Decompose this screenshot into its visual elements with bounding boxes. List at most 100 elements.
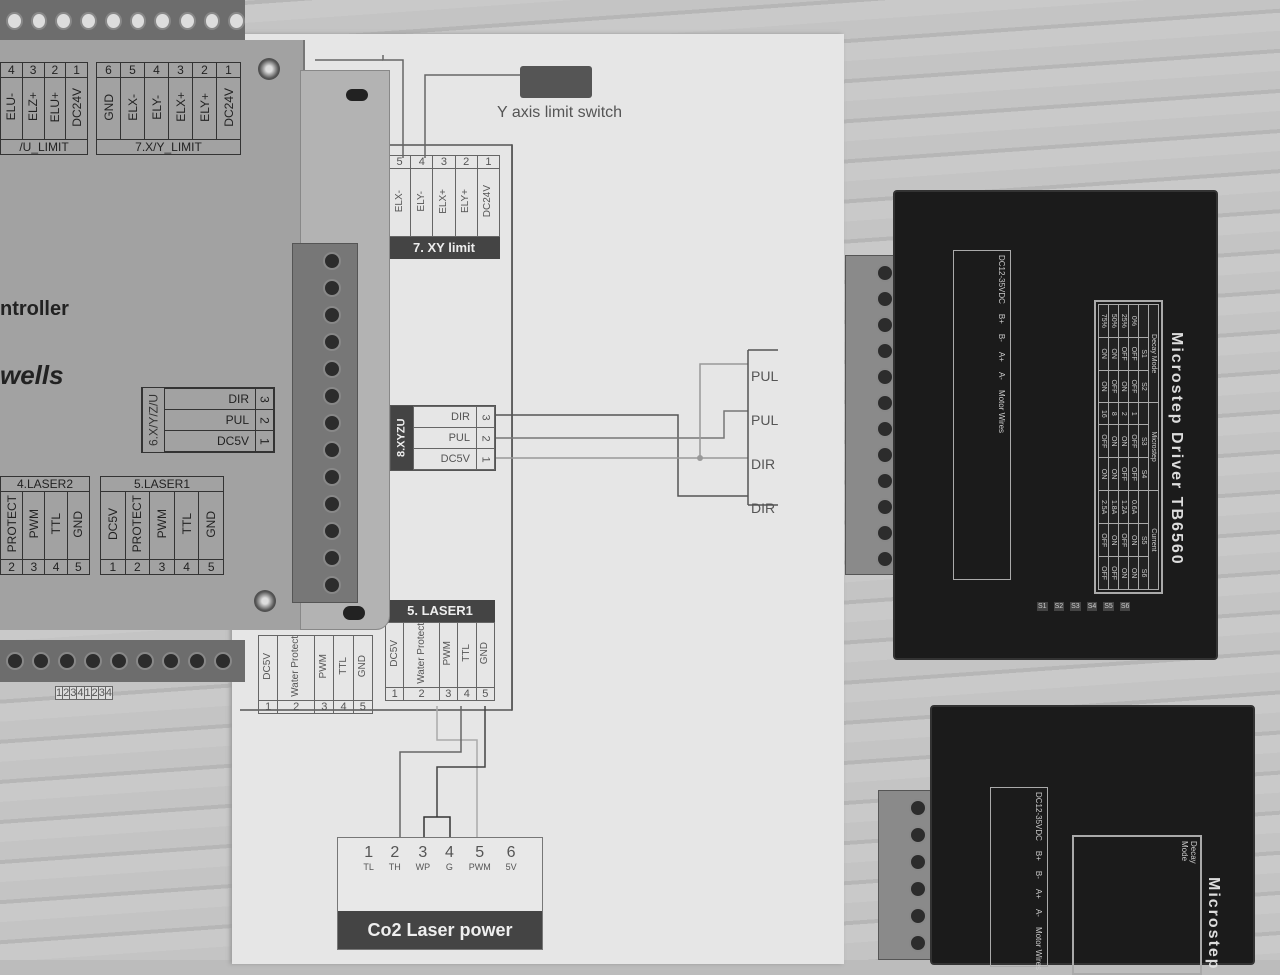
pin-number: 2	[1, 560, 23, 575]
terminal-screw-icon[interactable]	[323, 279, 341, 297]
terminal-screw-icon[interactable]	[876, 342, 894, 360]
pin-number-text: 1	[73, 63, 80, 77]
pin-number: 2	[475, 429, 496, 447]
driver-table-cell: ON	[1119, 370, 1129, 403]
signal: GND	[476, 623, 494, 688]
terminal-screw-icon[interactable]	[323, 576, 341, 594]
dip-switch[interactable]: S2	[1054, 602, 1065, 611]
psu-pin-signal: PWM	[469, 862, 491, 872]
signal: PROTECT	[125, 492, 150, 560]
terminal-screw-icon[interactable]	[154, 12, 171, 30]
terminal-screw-icon[interactable]	[323, 387, 341, 405]
terminal-screw-icon[interactable]	[876, 290, 894, 308]
terminal-screw-icon[interactable]	[323, 252, 341, 270]
terminal-screw-icon[interactable]	[323, 441, 341, 459]
pin-number-text: 5	[75, 560, 82, 574]
pin-number-text: 3	[177, 63, 184, 77]
terminal-screw-icon[interactable]	[204, 12, 221, 30]
psu-pin-number: 6	[506, 844, 517, 862]
terminal-screw-icon[interactable]	[110, 652, 128, 670]
terminal-screw-icon[interactable]	[323, 468, 341, 486]
terminal-screw-icon[interactable]	[876, 316, 894, 334]
driver-table-cell: ON	[1119, 557, 1129, 590]
terminal-screw-icon[interactable]	[188, 652, 206, 670]
terminal-screw-icon[interactable]	[909, 799, 927, 817]
terminal-screw-icon[interactable]	[323, 495, 341, 513]
driver-table-cell: OFF	[1129, 370, 1139, 403]
terminal-screw-icon[interactable]	[55, 12, 72, 30]
signal: ELZ+	[22, 78, 44, 140]
signal: DC24V	[66, 78, 88, 140]
wire-a-minus: A-	[997, 372, 1006, 380]
driver-table-cell: ON	[1109, 524, 1119, 557]
terminal-screw-icon[interactable]	[909, 853, 927, 871]
terminal-screw-icon[interactable]	[323, 549, 341, 567]
signal: GND	[67, 492, 89, 560]
pin-number: 2	[44, 63, 66, 78]
terminal-screw-icon[interactable]	[909, 907, 927, 925]
signal-text: PROTECT	[6, 495, 18, 552]
signal-text: ELX-	[127, 94, 139, 121]
driver-table-cell: OFF	[1119, 458, 1129, 491]
terminal-screw-icon[interactable]	[323, 360, 341, 378]
terminal-screw-icon[interactable]	[323, 333, 341, 351]
terminal-screw-icon[interactable]	[909, 826, 927, 844]
terminal-screw-icon[interactable]	[909, 934, 927, 952]
terminal-screw-icon[interactable]	[84, 652, 102, 670]
terminal-screw-icon[interactable]	[876, 498, 894, 516]
terminal-screw-icon[interactable]	[214, 652, 232, 670]
driver-table-header: Decay Mode	[1149, 305, 1159, 403]
signal-text: PWM	[443, 641, 453, 665]
pin-number: 3	[475, 408, 496, 426]
terminal-screw-icon[interactable]	[228, 12, 245, 30]
terminal-screw-icon[interactable]	[876, 550, 894, 568]
signal: PROTECT	[1, 492, 23, 560]
terminal-screw-icon[interactable]	[80, 12, 97, 30]
terminal-screw-icon[interactable]	[876, 368, 894, 386]
pin-number-text: 2	[63, 687, 69, 699]
terminal-screw-icon[interactable]	[31, 12, 48, 30]
terminal-screw-icon[interactable]	[323, 414, 341, 432]
terminal-screw-icon[interactable]	[136, 652, 154, 670]
terminal-screw-icon[interactable]	[876, 264, 894, 282]
terminal-screw-icon[interactable]	[323, 306, 341, 324]
driver-table-cell: OFF	[1129, 425, 1139, 458]
terminal-screw-icon[interactable]	[876, 446, 894, 464]
dip-switch[interactable]: S1	[1037, 602, 1048, 611]
controller-model-text: ntroller	[0, 298, 69, 321]
terminal-screw-icon[interactable]	[909, 880, 927, 898]
wire-a-plus: A+	[1034, 889, 1043, 899]
terminal-screw-icon[interactable]	[6, 12, 23, 30]
dip-switch[interactable]: S6	[1120, 602, 1131, 611]
signal-text: DC24V	[71, 88, 83, 127]
signal: GND	[199, 492, 224, 560]
signal-text: Water Protect	[291, 636, 301, 697]
pin-number-text: 5	[482, 688, 488, 700]
terminal-screw-icon[interactable]	[130, 12, 147, 30]
driver-table-cell: 1.2A	[1119, 490, 1129, 523]
pin-number-text: 3	[30, 560, 37, 574]
driver-table-cell: OFF	[1119, 337, 1129, 370]
dip-switch[interactable]: S5	[1103, 602, 1114, 611]
terminal-screw-icon[interactable]	[876, 524, 894, 542]
terminal-screw-icon[interactable]	[58, 652, 76, 670]
terminal-screw-icon[interactable]	[876, 394, 894, 412]
terminal-screw-icon[interactable]	[32, 652, 50, 670]
dip-switch[interactable]: S3	[1070, 602, 1081, 611]
terminal-screw-icon[interactable]	[876, 472, 894, 490]
pin-number-text: 3	[321, 701, 327, 713]
pin-number: 1	[477, 156, 499, 169]
dip-switch[interactable]: S4	[1087, 602, 1098, 611]
terminal-screw-icon[interactable]	[105, 12, 122, 30]
signal: DC5V	[101, 492, 126, 560]
terminal-pul-minus: PUL	[751, 398, 778, 442]
pin-number: 5	[199, 560, 224, 575]
terminal-screw-icon[interactable]	[162, 652, 180, 670]
terminal-screw-icon[interactable]	[6, 652, 24, 670]
terminal-screw-icon[interactable]	[323, 522, 341, 540]
pin-number: 4	[174, 560, 199, 575]
terminal-screw-icon[interactable]	[179, 12, 196, 30]
terminal-screw-icon[interactable]	[876, 420, 894, 438]
signal-text: DC24V	[223, 88, 235, 127]
